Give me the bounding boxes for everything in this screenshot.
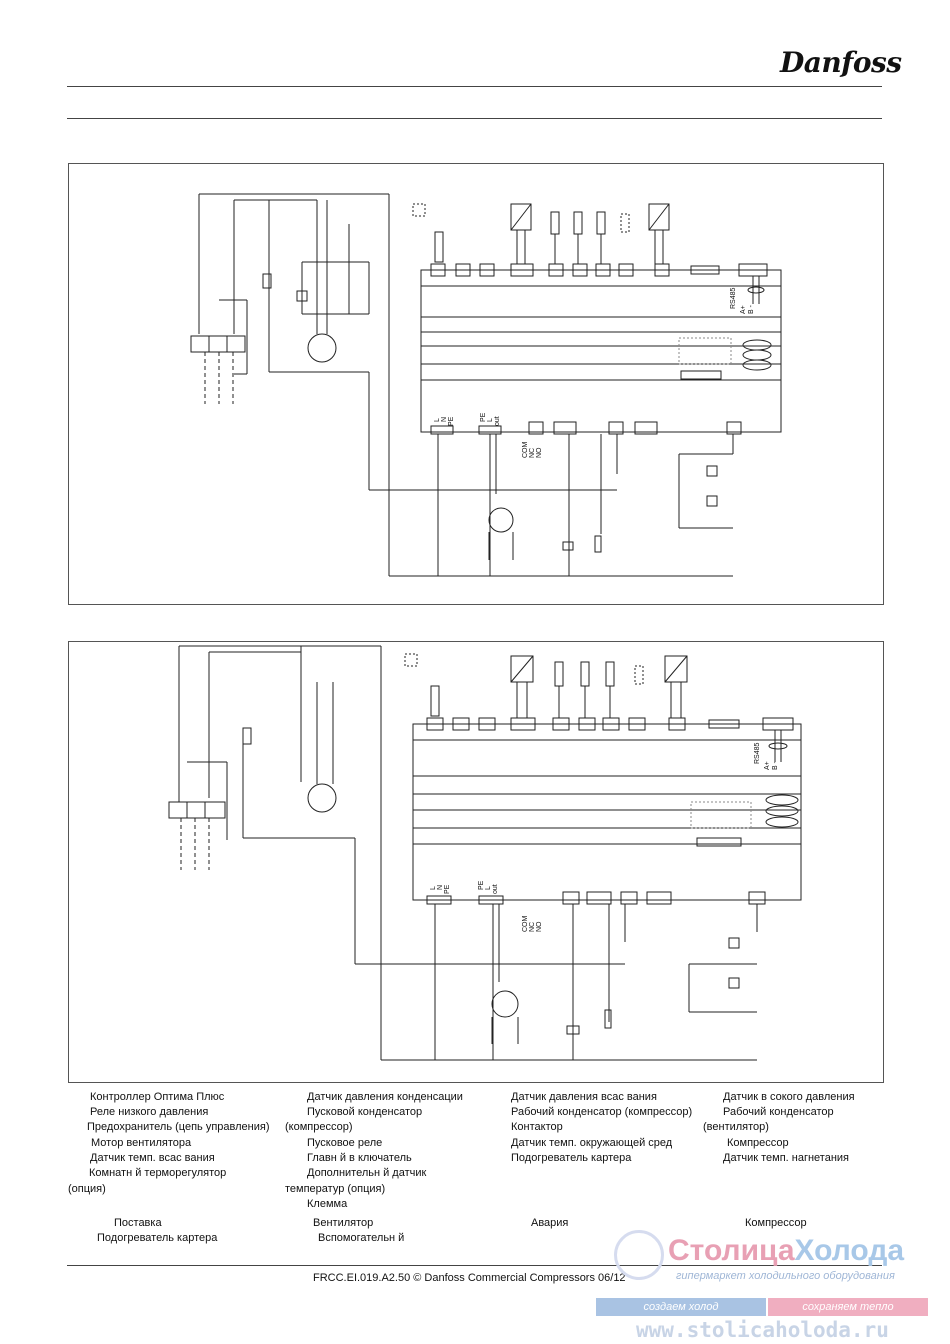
legend-item: Датчик давления конденсации: [307, 1091, 463, 1103]
legend-item: температур (опция): [285, 1183, 386, 1195]
legend-item: Рабочий конденсатор: [723, 1106, 834, 1118]
legend-item: Авария: [531, 1217, 569, 1229]
legend-item: Главн й в ключатель: [307, 1152, 412, 1164]
compressor-symbol-2: [491, 990, 519, 1018]
legend-item: Датчик темп. всас вания: [90, 1152, 215, 1164]
legend-item: Дополнительн й датчик: [307, 1167, 427, 1179]
legend-item: Поставка: [114, 1217, 162, 1229]
label-pe2-2: PE: [478, 880, 485, 890]
label-b-minus-1: B -: [748, 304, 755, 314]
legend-item: Подогреватель картера: [97, 1232, 218, 1244]
controller-body: [420, 269, 782, 433]
legend-item: Контроллер Оптима Плюс: [90, 1091, 225, 1103]
legend-item: Компрессор: [745, 1217, 807, 1229]
label-l2-2: L: [485, 886, 492, 890]
watermark-subtitle: гипермаркет холодильного оборудования: [676, 1270, 895, 1282]
watermark-slogan-right: сохраняем тепло: [768, 1298, 928, 1316]
watermark-slogan-left: создаем холод: [596, 1298, 766, 1316]
label-nc-1: NC: [529, 448, 536, 458]
legend-item: Датчик давления всас вания: [511, 1091, 657, 1103]
legend-item: Вентилятор: [313, 1217, 374, 1229]
legend-item: Подогреватель картера: [511, 1152, 632, 1164]
label-l-1: L: [434, 418, 441, 422]
legend-item: (опция): [68, 1183, 106, 1195]
fan-motor-symbol-2: [307, 783, 337, 813]
legend-item: Мотор вентилятора: [91, 1137, 192, 1149]
legend-item: (вентилятор): [703, 1121, 769, 1133]
label-no-1: NO: [536, 447, 543, 458]
label-out-2: out: [492, 884, 499, 894]
legend-item: (компрессор): [285, 1121, 353, 1133]
watermark-title-part-b: Холода: [794, 1234, 905, 1267]
label-com-1: COM: [522, 442, 529, 459]
watermark-title-part-a: Столица: [668, 1234, 795, 1267]
label-pe-1: PE: [448, 416, 455, 426]
label-rs485-2: RS485: [754, 742, 761, 764]
label-com-2: COM: [522, 916, 529, 933]
watermark-title: СтолицаХолода: [668, 1234, 904, 1268]
label-no-2: NO: [536, 921, 543, 932]
label-l2-1: L: [487, 418, 494, 422]
legend-item: Предохранитель (цепь управления): [87, 1121, 270, 1133]
label-l-2: L: [430, 886, 437, 890]
legend-item: Датчик в сокого давления: [723, 1091, 855, 1103]
globe-icon: [614, 1230, 664, 1280]
wiring-diagram-2-svg: RS485 A+ B - L N PE PE L out COM NC NO: [168, 645, 802, 1061]
compressor-symbol: [488, 507, 514, 533]
wiring-diagram-1-svg: RS485 A+ B - L N PE PE L out COM NC NO: [190, 193, 782, 577]
legend-item: Комнатн й терморегулятор: [89, 1167, 227, 1179]
label-a-plus-1: A+: [740, 305, 747, 314]
danfoss-logo: Danfoss: [780, 46, 902, 79]
footer-text: FRCC.EI.019.A2.50 © Danfoss Commercial C…: [313, 1272, 626, 1284]
label-n-2: N: [437, 885, 444, 890]
legend-item: Компрессор: [727, 1137, 789, 1149]
label-pe2-1: PE: [480, 412, 487, 422]
label-n-1: N: [441, 417, 448, 422]
legend-item: Рабочий конденсатор (компрессор): [511, 1106, 693, 1118]
legend-item: Контактор: [511, 1121, 563, 1133]
controller-body-2: [412, 723, 802, 901]
legend-item: Датчик темп. окружающей сред: [511, 1137, 673, 1149]
label-pe-2: PE: [444, 884, 451, 894]
label-nc-2: NC: [529, 922, 536, 932]
wiring-diagram-1: RS485 A+ B - L N PE PE L out COM NC NO: [68, 163, 884, 605]
legend-item: Вспомогательн й: [318, 1232, 405, 1244]
wiring-diagram-2: RS485 A+ B - L N PE PE L out COM NC NO: [68, 641, 884, 1083]
header-rule-bottom: [67, 118, 882, 119]
legend-item: Пусковой конденсатор: [307, 1106, 423, 1118]
header-rule-top: [67, 86, 882, 87]
footer-rule: [67, 1265, 882, 1266]
label-out-1: out: [494, 416, 501, 426]
legend-item: Клемма: [307, 1198, 348, 1210]
legend-item: Реле низкого давления: [90, 1106, 209, 1118]
label-rs485-1: RS485: [730, 287, 737, 309]
fan-motor-symbol: [307, 333, 337, 363]
watermark-url: www.stolicaholoda.ru: [636, 1318, 889, 1342]
label-b-minus-2: B -: [772, 760, 779, 770]
legend-item: Датчик темп. нагнетания: [723, 1152, 850, 1164]
legend-item: Пусковое реле: [307, 1137, 383, 1149]
label-a-plus-2: A+: [764, 761, 771, 770]
